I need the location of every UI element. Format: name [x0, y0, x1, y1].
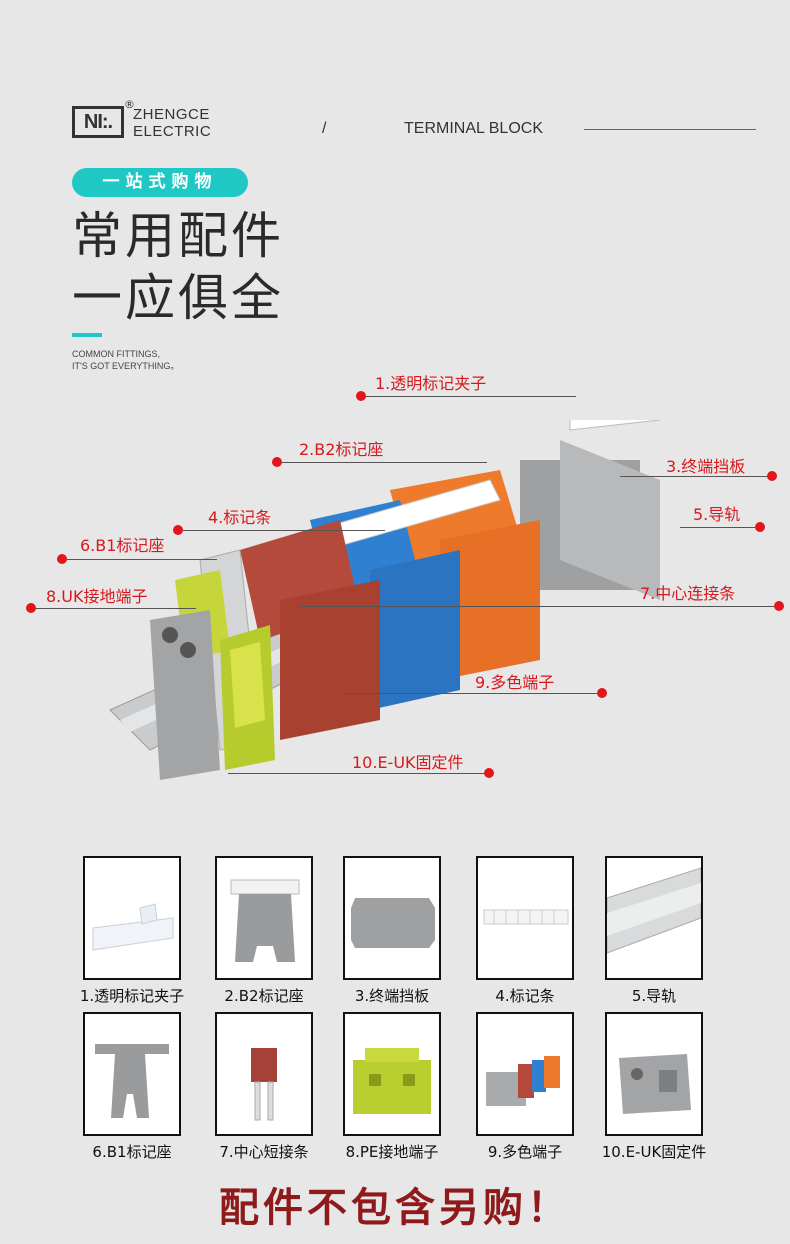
callout-line-1: [366, 396, 576, 397]
header-divider: [584, 129, 756, 130]
headline-line1: 常用配件: [72, 207, 284, 265]
thumb-marker-strip: [476, 856, 574, 980]
thumb-end-plate: [343, 856, 441, 980]
callout-label-10: 10.E-UK固定件: [352, 753, 464, 772]
thumb-label-10: 10.E-UK固定件: [601, 1143, 707, 1161]
thumb-b2-marker-support: [215, 856, 313, 980]
callout-dot-6: [57, 554, 67, 564]
marker-strip-image: [483, 909, 569, 925]
registered-mark: ®: [124, 98, 135, 111]
callout-line-10: [228, 773, 484, 774]
callout-line-6: [67, 559, 217, 560]
callout-label-8: 8.UK接地端子: [46, 587, 148, 606]
callout-line-4: [183, 530, 385, 531]
callout-dot-2: [272, 457, 282, 467]
callout-line-5: [680, 527, 755, 528]
subtitle-en-line2: IT'S GOT EVERYTHING。: [72, 361, 180, 371]
thumb-label-4: 4.标记条: [495, 987, 555, 1005]
one-stop-badge: 一站式购物: [72, 168, 248, 197]
e-uk-fixing-image: [619, 1054, 691, 1114]
b1-marker-support-image: [95, 1044, 169, 1118]
thumb-pe-terminal: [343, 1012, 441, 1136]
accent-bar: [72, 333, 102, 337]
thumb-label-3: 3.终端挡板: [354, 987, 430, 1005]
thumb-label-8: 8.PE接地端子: [345, 1143, 439, 1161]
thumb-center-jumper: [215, 1012, 313, 1136]
footer-notice: 配件不包含另购！: [219, 1185, 571, 1231]
callout-line-3: [620, 476, 767, 477]
thumb-label-2: 2.B2标记座: [224, 987, 304, 1005]
thumb-din-rail: [605, 856, 703, 980]
callout-label-2: 2.B2标记座: [299, 440, 384, 459]
callout-label-9: 9.多色端子: [475, 673, 555, 692]
subtitle-en-line1: COMMON FITTINGS,: [72, 349, 160, 359]
callout-label-5: 5.导轨: [693, 505, 741, 524]
center-jumper-image: [251, 1048, 277, 1121]
brand-name-line1: ZHENGCE: [133, 106, 210, 123]
callout-dot-9: [597, 688, 607, 698]
callout-dot-1: [356, 391, 366, 401]
callout-line-2: [282, 462, 487, 463]
callout-label-3: 3.终端挡板: [666, 457, 746, 476]
subtitle-en: COMMON FITTINGS, IT'S GOT EVERYTHING。: [72, 348, 179, 372]
thumb-label-5: 5.导轨: [631, 987, 677, 1005]
thumb-label-1: 1.透明标记夹子: [79, 987, 185, 1005]
callout-dot-3: [767, 471, 777, 481]
headline-line2: 一应俱全: [72, 269, 284, 327]
callout-line-9: [345, 693, 597, 694]
header-title: TERMINAL BLOCK: [404, 120, 543, 137]
thumb-label-9: 9.多色端子: [487, 1143, 563, 1161]
thumb-multicolor-terminals: [476, 1012, 574, 1136]
callout-label-7: 7.中心连接条: [640, 584, 736, 603]
thumb-b1-marker-support: [83, 1012, 181, 1136]
terminal-block-assembly-illustration: [109, 420, 660, 780]
callout-dot-5: [755, 522, 765, 532]
pe-terminal-image: [353, 1048, 431, 1114]
din-rail-image: [607, 867, 701, 954]
brand-name-line2: ELECTRIC: [133, 123, 212, 140]
callout-line-7: [300, 606, 774, 607]
callout-dot-10: [484, 768, 494, 778]
marker-clip-image: [92, 903, 174, 951]
callout-line-8: [36, 608, 196, 609]
brand-name: ZHENGCE ELECTRIC: [133, 106, 211, 140]
thumb-e-uk-fixing: [605, 1012, 703, 1136]
header-separator: /: [322, 120, 327, 137]
callout-label-6: 6.B1标记座: [80, 536, 165, 555]
brand-logo-mark: NI:.: [72, 106, 124, 138]
thumb-label-7: 7.中心短接条: [219, 1143, 309, 1161]
end-plate-image: [351, 898, 435, 948]
thumb-marker-clip: [83, 856, 181, 980]
callout-dot-7: [774, 601, 784, 611]
callout-label-1: 1.透明标记夹子: [375, 374, 487, 393]
callout-dot-8: [26, 603, 36, 613]
b2-marker-support-image: [230, 879, 300, 962]
callout-dot-4: [173, 525, 183, 535]
multicolor-terminals-image: [486, 1056, 560, 1106]
thumb-label-6: 6.B1标记座: [92, 1143, 172, 1161]
callout-label-4: 4.标记条: [208, 508, 272, 527]
